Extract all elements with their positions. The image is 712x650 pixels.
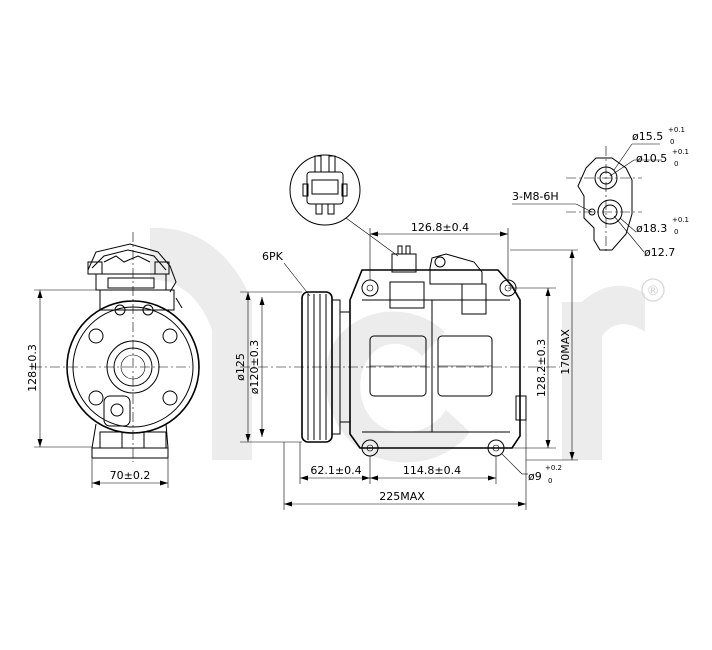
thread-spec-label: 3-M8-6H [512,190,559,203]
port-a-tol-plus: +0.1 [668,126,685,134]
max-height-dim: 170MAX [559,329,572,375]
port-c-tol-minus: 0 [674,228,678,236]
port-b-tol-minus: 0 [674,160,678,168]
front-view: 128±0.3 70±0.2 [26,232,200,488]
bolt-span-dim: 114.8±0.4 [403,464,461,477]
front-width-dim: 70±0.2 [110,469,151,482]
dcr-watermark: ® [150,227,665,463]
port-flange-detail: 3-M8-6H ø15.5 +0.1 0 ø10.5 +0.1 0 ø18.3 … [512,126,689,259]
pulley-offset-dim: 62.1±0.4 [310,464,361,477]
port-c-tol-plus: +0.1 [672,216,689,224]
front-height-dim: 128±0.3 [26,344,39,392]
connector-detail [289,154,399,257]
port-a-diameter: ø15.5 [632,130,663,143]
side-view: 6PK 126.8±0.4 ø125 ø120±0.3 128.2±0.3 17… [234,221,578,510]
port-a-tol-minus: 0 [670,138,674,146]
bolt-spacing-dim: 126.8±0.4 [411,221,469,234]
svg-text:®: ® [647,284,660,299]
hole-diameter-dim: ø9 [528,470,542,483]
belt-type-label: 6PK [262,250,284,263]
overall-length-dim: 225MAX [379,490,425,503]
port-c-diameter: ø18.3 [636,222,667,235]
port-d-diameter: ø12.7 [644,246,675,259]
pulley-diameter-dim: ø125 [234,353,247,381]
bolt-height-dim: 128.2±0.3 [535,339,548,397]
hole-tolerance-minus: 0 [548,477,552,485]
port-b-diameter: ø10.5 [636,152,667,165]
hole-tolerance-plus: +0.2 [545,464,562,472]
port-b-tol-plus: +0.1 [672,148,689,156]
body-diameter-dim: ø120±0.3 [248,340,261,394]
registered-mark: ® [641,278,665,302]
